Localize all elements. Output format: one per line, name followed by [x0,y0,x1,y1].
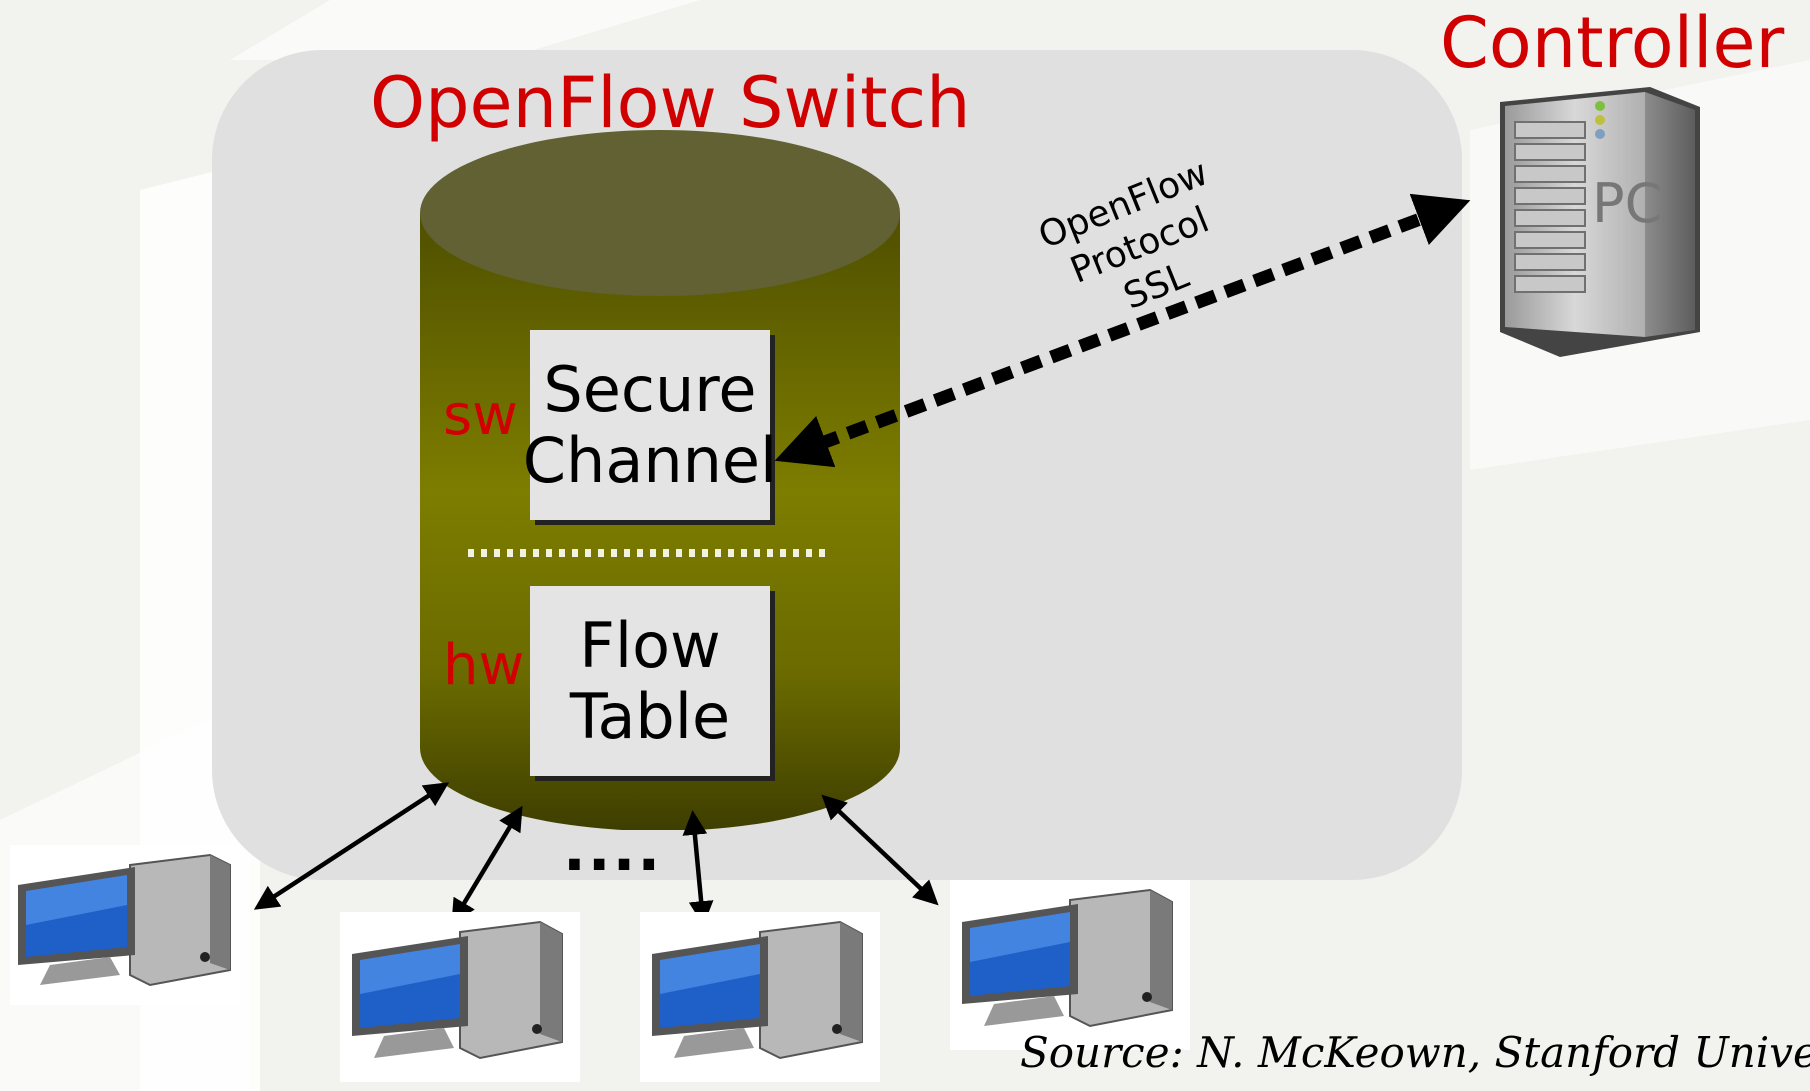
sw-label: sw [443,383,518,448]
openflow-protocol-arrow [774,193,1471,468]
flow-table-label: Flow Table [569,608,731,753]
host-link-4 [821,794,939,906]
host-computer-icon [640,912,880,1082]
secure-channel-box: Secure Channel [523,330,777,520]
secure-channel-label: Secure Channel [522,352,778,497]
controller-title: Controller [1440,2,1785,84]
flow-table-box: Flow Table [530,586,770,776]
hosts-ellipsis: .... [563,815,663,885]
switch-title: OpenFlow Switch [370,62,971,144]
source-credit-clip: Source: N. McKeown, Stanford Univers [1020,1032,1810,1091]
host-computer-icon [950,880,1190,1050]
host-link-2 [451,805,523,925]
host-computer-icon [10,845,240,1005]
hw-label: hw [443,633,525,698]
source-credit: Source: N. McKeown, Stanford Univers [1020,1032,1810,1077]
pc-label: PC [1592,172,1662,235]
host-computer-icon [340,912,580,1082]
host-link-1 [253,782,450,910]
host-link-3 [682,810,714,926]
controller-server-icon: PC [1500,87,1700,357]
